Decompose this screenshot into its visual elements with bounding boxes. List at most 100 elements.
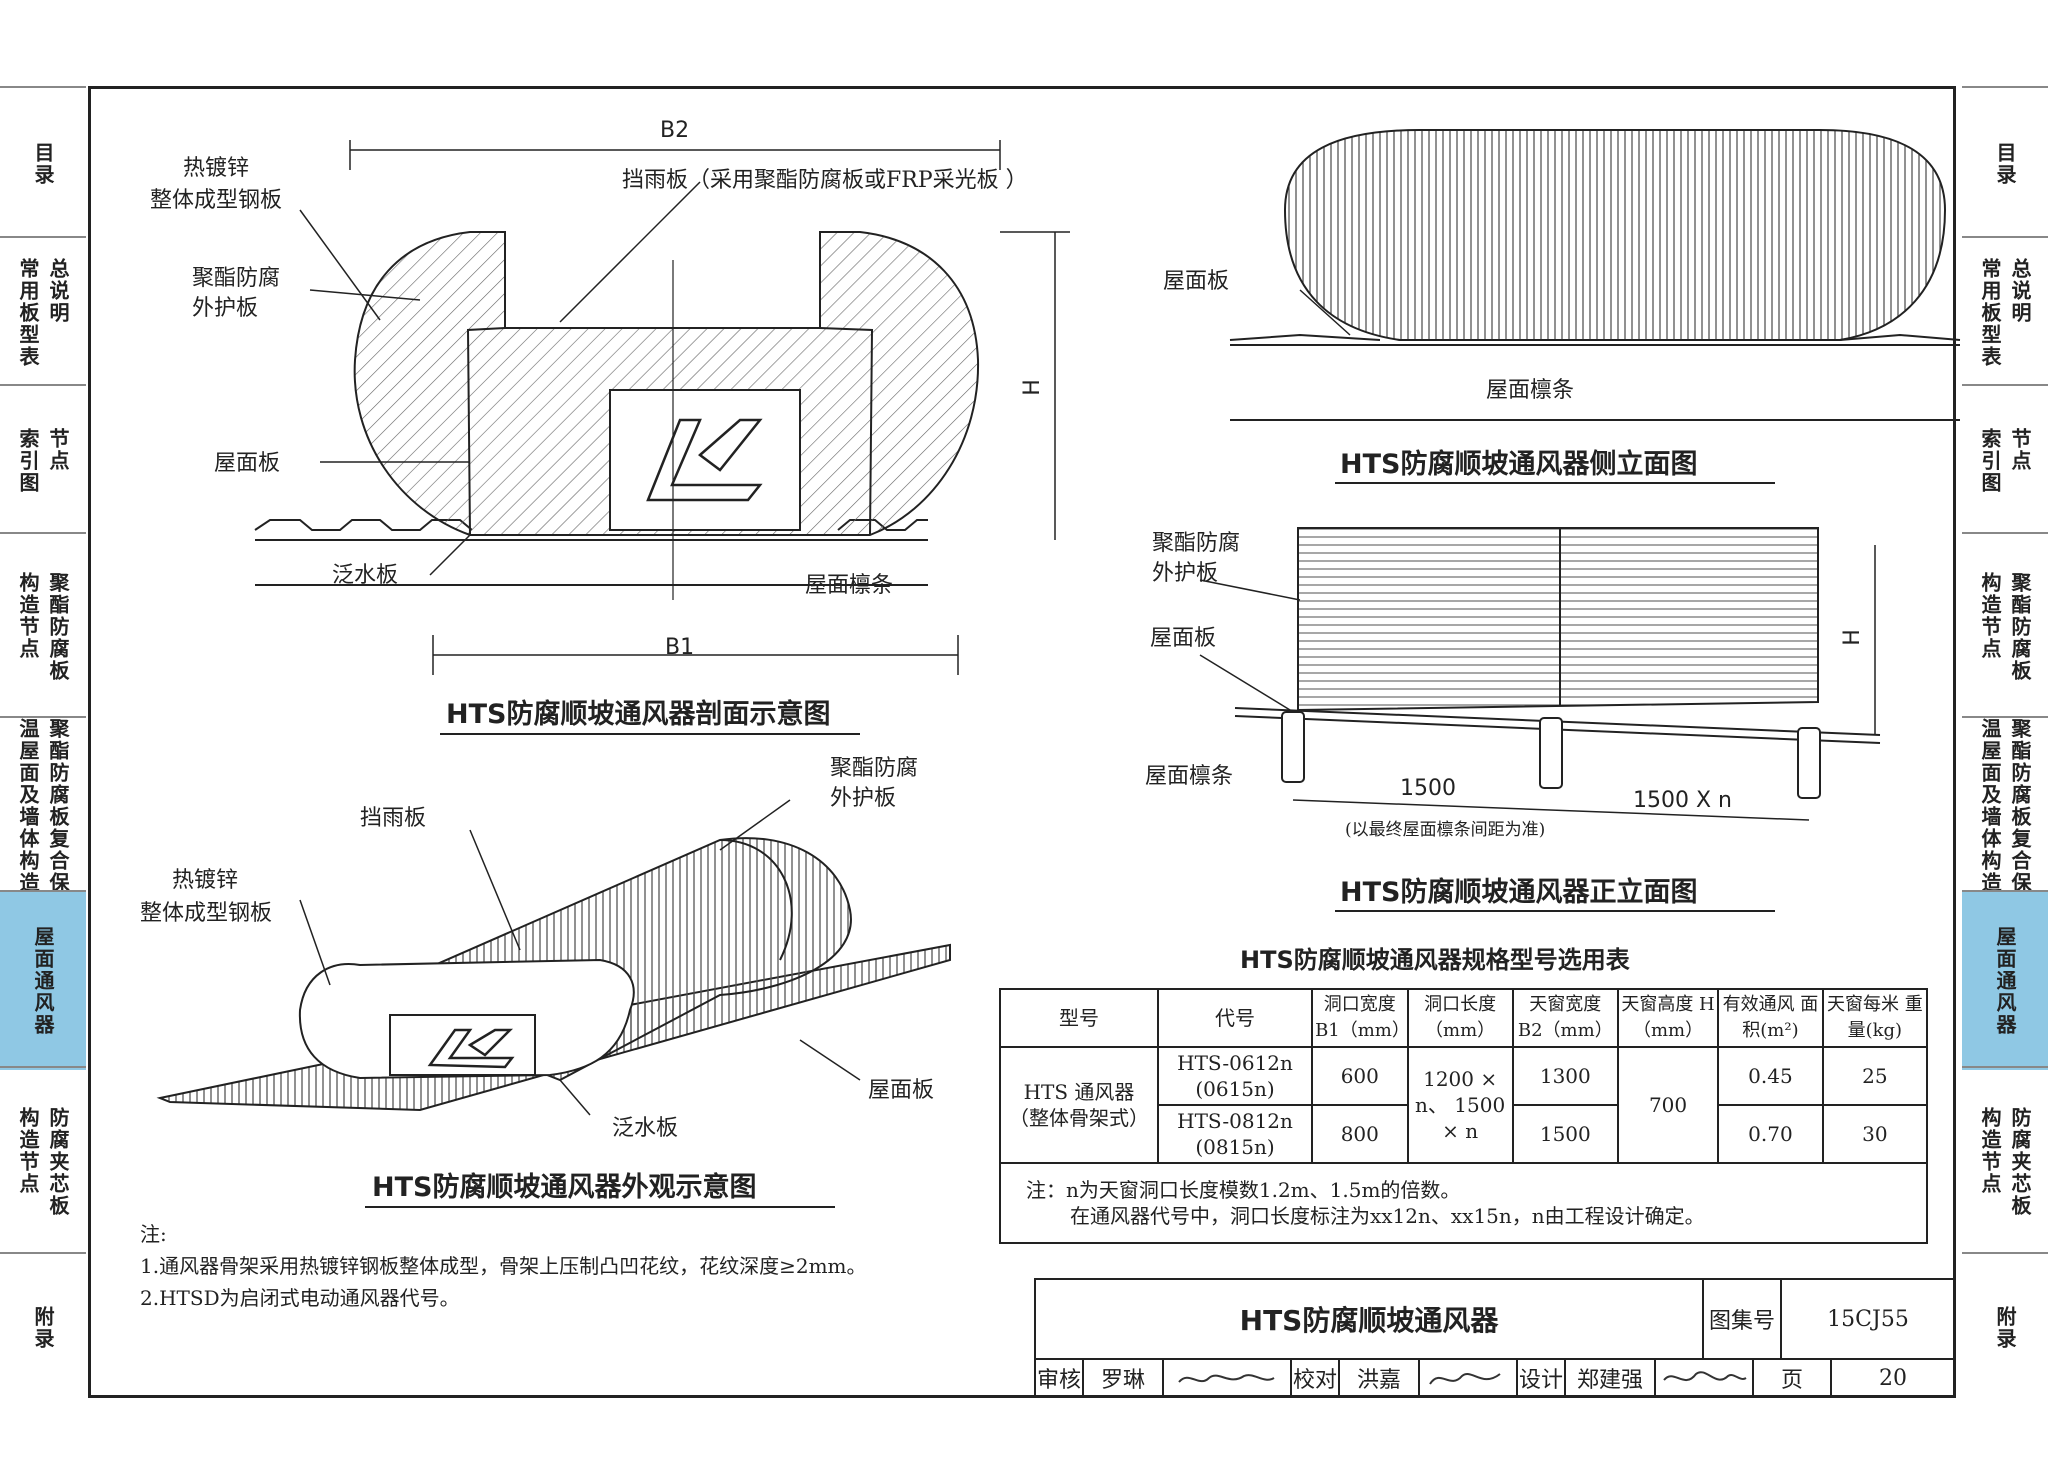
front-dim-1500: 1500: [1400, 776, 1456, 801]
side-tab-label: 目录: [31, 142, 55, 186]
general-notes: 注: 1.通风器骨架采用热镀锌钢板整体成型，骨架上压制凸凹花纹，花纹深度≥2mm…: [140, 1218, 867, 1314]
section-b2-dim-label: B2: [660, 118, 690, 143]
side-tab-label: 构造节点: [16, 1107, 40, 1195]
page-no: 20: [1830, 1358, 1956, 1398]
side-tab-zongshuoming[interactable]: 总说明常用板型表: [0, 236, 86, 388]
section-cover-label-2: 外护板: [192, 296, 259, 321]
section-title: HTS防腐顺坡通风器剖面示意图: [446, 699, 831, 730]
front-purlin-label: 屋面檩条: [1145, 764, 1234, 789]
check-label: 校对: [1290, 1358, 1340, 1398]
side-tab-label: 聚酯防腐板复合保: [2008, 718, 2032, 894]
page-label: 页: [1752, 1358, 1832, 1398]
section-b1-dim-label: B1: [665, 635, 695, 660]
side-tab-mulu[interactable]: 目录: [1962, 86, 2048, 240]
section-purlin-label: 屋面檩条: [805, 573, 894, 598]
cell-weight: 30: [1821, 1104, 1929, 1164]
side-tab-label: 防腐夹芯板: [2008, 1107, 2032, 1217]
front-elevation-view: [1199, 527, 1881, 821]
th-h: 天窗高度 H（mm）: [1616, 988, 1720, 1048]
appearance-rain-label: 挡雨板: [360, 806, 427, 831]
front-elevation-title: HTS防腐顺坡通风器正立面图: [1340, 877, 1698, 908]
notes-line-1: 1.通风器骨架采用热镀锌钢板整体成型，骨架上压制凸凹花纹，花纹深度≥2mm。: [140, 1254, 867, 1278]
side-tab-label: 目录: [1993, 142, 2017, 186]
side-tab-tongfeng[interactable]: 屋面通风器: [0, 890, 86, 1070]
th-model: 型号: [999, 988, 1159, 1048]
side-tab-label: 温屋面及墙体构造: [1978, 718, 2002, 894]
side-tab-jiedian[interactable]: 节点索引图: [1962, 384, 2048, 536]
side-tab-label: 常用板型表: [16, 258, 40, 368]
side-tab-baowen[interactable]: 聚酯防腐板复合保温屋面及墙体构造: [0, 716, 86, 894]
side-tab-label: 构造节点: [1978, 1107, 2002, 1195]
section-flashing-label: 泛水板: [332, 563, 399, 588]
side-tab-label: 索引图: [1978, 428, 2002, 494]
notes-head: 注:: [140, 1222, 167, 1246]
side-tab-mulu[interactable]: 目录: [0, 86, 86, 240]
section-view: [254, 140, 1070, 675]
appearance-steel-label: 热镀锌: [172, 868, 239, 893]
checker-signature: [1418, 1358, 1518, 1398]
notes-line-2: 2.HTSD为启闭式电动通风器代号。: [140, 1286, 460, 1310]
review-label: 审核: [1034, 1358, 1084, 1398]
section-rain-label: 挡雨板（采用聚酯防腐板或FRP采光板 ）: [622, 168, 1028, 193]
front-roof-label: 屋面板: [1150, 626, 1217, 651]
side-tab-gouzao[interactable]: 聚酯防腐板构造节点: [1962, 532, 2048, 720]
side-tab-fulu[interactable]: 附录: [1962, 1252, 2048, 1402]
side-elevation-view: [1229, 129, 1961, 421]
side-tab-tongfeng[interactable]: 屋面通风器: [1962, 890, 2048, 1070]
spec-table-note: 注：n为天窗洞口长度模数1.2m、1.5m的倍数。 在通风器代号中，洞口长度标注…: [999, 1162, 1928, 1244]
spec-note-line-1: 注：n为天窗洞口长度模数1.2m、1.5m的倍数。: [1026, 1178, 1461, 1202]
section-cover-label: 聚酯防腐: [192, 266, 281, 291]
spec-note-line-2: 在通风器代号中，洞口长度标注为xx12n、xx15n，n由工程设计确定。: [1070, 1204, 1705, 1228]
side-tab-jiaxin[interactable]: 防腐夹芯板构造节点: [1962, 1066, 2048, 1256]
cell-area: 0.70: [1717, 1104, 1824, 1164]
th-b2: 天窗宽度 B2（mm）: [1511, 988, 1619, 1048]
appearance-cover-label: 聚酯防腐: [830, 756, 919, 781]
title-block: HTS防腐顺坡通风器 图集号 15CJ55 审核 罗琳 校对 洪嘉 设计 郑建强…: [1034, 1278, 1956, 1398]
side-tab-jiaxin[interactable]: 防腐夹芯板构造节点: [0, 1066, 86, 1256]
front-dim-note: (以最终屋面檩条间距为准): [1345, 820, 1546, 840]
section-h-dim-label: H: [1019, 379, 1045, 396]
appearance-title: HTS防腐顺坡通风器外观示意图: [372, 1172, 757, 1203]
atlas-no-label: 图集号: [1702, 1278, 1782, 1360]
cell-code: HTS-0812n (0815n): [1156, 1104, 1314, 1164]
section-steel-label-2: 整体成型钢板: [150, 188, 283, 213]
signature-mark: [1429, 1373, 1501, 1385]
side-tab-label: 附录: [1993, 1306, 2017, 1350]
section-steel-label: 热镀锌: [183, 156, 250, 181]
designer-name: 郑建强: [1564, 1358, 1656, 1398]
cell-height: 700: [1616, 1046, 1720, 1164]
side-tab-gouzao[interactable]: 聚酯防腐板构造节点: [0, 532, 86, 720]
th-length: 洞口长度（mm）: [1406, 988, 1514, 1048]
side-tab-label: 聚酯防腐板: [46, 572, 70, 682]
front-dim-1500n: 1500 X n: [1633, 788, 1732, 813]
atlas-no: 15CJ55: [1780, 1278, 1956, 1360]
table-row: HTS-0812n (0815n) 800 1500 0.70 30: [1000, 1104, 1929, 1164]
table-row: HTS 通风器 （整体骨架式） HTS-0612n (0615n) 600 12…: [999, 1046, 1929, 1164]
front-cover-label-2: 外护板: [1152, 561, 1219, 586]
cell-b2: 1500: [1511, 1104, 1619, 1164]
cell-b1: 600: [1311, 1046, 1409, 1106]
cell-weight: 25: [1821, 1046, 1929, 1106]
appearance-roof-label: 屋面板: [868, 1078, 935, 1103]
section-roof-label: 屋面板: [214, 451, 281, 476]
side-tab-zongshuoming[interactable]: 总说明常用板型表: [1962, 236, 2048, 388]
side-tab-label: 常用板型表: [1978, 258, 2002, 368]
cell-code: HTS-0612n (0615n): [1156, 1046, 1314, 1106]
side-tab-label: 聚酯防腐板复合保: [46, 718, 70, 894]
th-area: 有效通风 面积(m²): [1717, 988, 1824, 1048]
checker-name: 洪嘉: [1338, 1358, 1420, 1398]
title-block-name: HTS防腐顺坡通风器: [1034, 1278, 1704, 1360]
spec-table: 型号 代号 洞口宽度 B1（mm） 洞口长度（mm） 天窗宽度 B2（mm） 天…: [999, 988, 1929, 1244]
designer-signature: [1654, 1358, 1754, 1398]
side-tab-label: 构造节点: [16, 572, 40, 660]
side-tab-fulu[interactable]: 附录: [0, 1252, 86, 1402]
side-tab-jiedian[interactable]: 节点索引图: [0, 384, 86, 536]
side-tab-label: 附录: [31, 1306, 55, 1350]
reviewer-signature: [1162, 1358, 1292, 1398]
side-tab-label: 温屋面及墙体构造: [16, 718, 40, 894]
side-tab-label: 总说明: [46, 258, 70, 324]
appearance-flashing-label: 泛水板: [612, 1116, 679, 1141]
spec-table-header-row: 型号 代号 洞口宽度 B1（mm） 洞口长度（mm） 天窗宽度 B2（mm） 天…: [999, 988, 1929, 1048]
side-tab-baowen[interactable]: 聚酯防腐板复合保温屋面及墙体构造: [1962, 716, 2048, 894]
